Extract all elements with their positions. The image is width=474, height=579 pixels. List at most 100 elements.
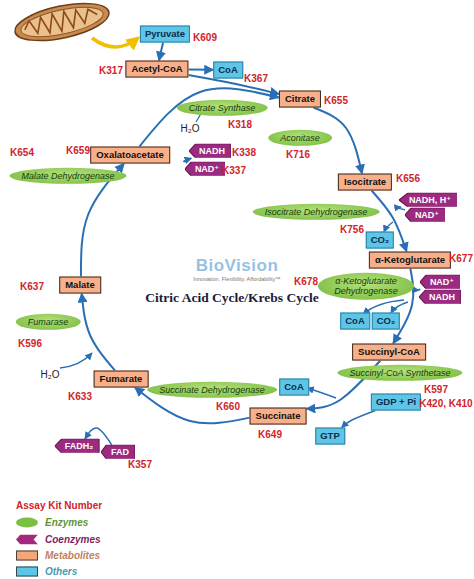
legend-text: Enzymes — [45, 517, 88, 528]
cofactor-arrow — [184, 158, 192, 162]
node-text: CO₂ — [371, 235, 389, 246]
kit-number: K357 — [128, 459, 152, 470]
node-text: Acetyl-CoA — [131, 64, 182, 75]
node-text: NAD⁺ — [415, 210, 439, 220]
kit-number: K659 — [66, 145, 90, 156]
kit-number: K716 — [286, 149, 310, 160]
enzyme-ellipse: Citrate Synthase — [177, 100, 268, 116]
node-text: Succinate Dehydrogenase — [159, 385, 265, 395]
coenzyme-outline — [185, 162, 225, 176]
node-text: FAD — [111, 447, 129, 457]
other-box: GTP — [315, 428, 345, 445]
other-box: CoA — [213, 62, 243, 79]
coenzyme-outline — [405, 208, 445, 222]
cofactor-arrow — [342, 410, 376, 427]
enzyme-ellipse: Aconitase — [268, 130, 332, 146]
coenzyme-tag: NADH — [189, 144, 231, 158]
node-text: Isocitrate — [344, 177, 386, 188]
cycle-arrow — [159, 42, 163, 60]
legend-text: Others — [45, 566, 77, 577]
node-text: FADH₂ — [65, 441, 94, 451]
node-text: Succinyl-CoA Synthetase — [349, 368, 450, 378]
node-text: CO₂ — [377, 316, 395, 327]
coenzyme-tag: NADH — [419, 290, 461, 304]
node-text: Fumarase — [28, 317, 69, 327]
reagent-label: H₂O — [181, 123, 200, 134]
mitochondrion-cristae — [23, 5, 99, 39]
cycle-arrow — [189, 68, 214, 70]
kit-number: K609 — [193, 32, 217, 43]
node-text: α-Ketoglutarate — [375, 255, 445, 266]
other-box: Pyruvate — [140, 26, 190, 43]
node-text: Citrate — [285, 94, 315, 105]
watermark-tagline: Innovation. Flexibility. Affordability™ — [193, 276, 281, 282]
kit-number: K678 — [294, 276, 318, 287]
release-arrow — [307, 388, 336, 398]
enzyme-ellipse: Fumarase — [16, 314, 81, 330]
kit-number: K649 — [258, 429, 282, 440]
other-box: CoA — [279, 379, 309, 396]
metabolite-box: Fumarate — [94, 371, 149, 388]
node-text: CoA — [284, 382, 304, 393]
node-text: NADH — [199, 146, 225, 156]
metabolite-box: Acetyl-CoA — [125, 61, 188, 78]
metabolite-box: Succinyl-CoA — [352, 344, 426, 361]
kit-number: K677 — [449, 253, 473, 264]
legend-text: Metabolites — [45, 550, 100, 561]
node-text: NAD⁺ — [430, 277, 454, 287]
enzyme-ellipse: α-Ketoglutarate Dehydrogenase — [318, 273, 414, 300]
release-arrow — [391, 302, 408, 313]
release-arrow — [384, 222, 393, 232]
node-text: Fumarate — [100, 374, 143, 385]
node-text: Aconitase — [280, 133, 320, 143]
metabolite-box: Isocitrate — [338, 174, 392, 191]
transport-arrow — [92, 38, 138, 47]
kit-number: K338 — [232, 147, 256, 158]
watermark-logo: BioVision — [196, 256, 279, 276]
metabolite-box: α-Ketoglutarate — [369, 252, 451, 269]
node-text: α-Ketoglutarate Dehydrogenase — [330, 276, 402, 297]
node-text: Succinate — [256, 411, 301, 422]
kit-number: K654 — [10, 147, 34, 158]
node-text: Succinyl-CoA — [358, 347, 420, 358]
kit-number: K637 — [20, 281, 44, 292]
node-text: NAD⁺ — [195, 164, 219, 174]
kit-number: K660 — [216, 401, 240, 412]
kit-number: K420, K410 — [419, 398, 472, 409]
legend-row: Metabolites — [16, 550, 100, 561]
kit-number: K317 — [99, 65, 123, 76]
coenzyme-outline — [189, 144, 231, 158]
kit-number: K756 — [340, 224, 364, 235]
kit-number: K656 — [396, 173, 420, 184]
kit-number: K596 — [18, 338, 42, 349]
enzyme-ellipse: Succinyl-CoA Synthetase — [337, 365, 462, 381]
legend-row: Coenzymes — [16, 534, 101, 545]
kit-number: K337 — [222, 165, 246, 176]
mitochondrion-inner — [18, 2, 105, 43]
legend-row: Others — [16, 566, 77, 577]
coenzyme-outline — [101, 445, 135, 459]
node-text: Citrate Synthase — [189, 103, 256, 113]
kit-number: K597 — [424, 384, 448, 395]
node-text: CoA — [345, 316, 365, 327]
legend-row: Enzymes — [16, 517, 88, 528]
coenzyme-tag: FAD — [101, 445, 135, 459]
coenzyme-outline — [399, 193, 457, 207]
coenzyme-outline — [55, 439, 100, 453]
node-text: GTP — [320, 431, 340, 442]
coenzyme-tag: NAD⁺ — [405, 208, 445, 222]
other-box: GDP + Pi — [371, 394, 421, 411]
node-text: Malate Dehydrogenase — [21, 171, 114, 181]
other-box: CO₂ — [366, 232, 394, 249]
metabolite-box: Succinate — [250, 408, 307, 425]
node-text: NADH — [429, 292, 455, 302]
node-text: CoA — [218, 65, 238, 76]
cycle-arrow — [82, 293, 115, 370]
other-box: CoA — [340, 313, 370, 330]
node-text: Malate — [65, 280, 95, 291]
legend-swatch — [16, 566, 38, 576]
reagent-label: H₂O — [41, 369, 60, 380]
legend-swatch — [16, 517, 38, 527]
cycle-arrow — [139, 88, 279, 146]
kit-number: K318 — [228, 119, 252, 130]
